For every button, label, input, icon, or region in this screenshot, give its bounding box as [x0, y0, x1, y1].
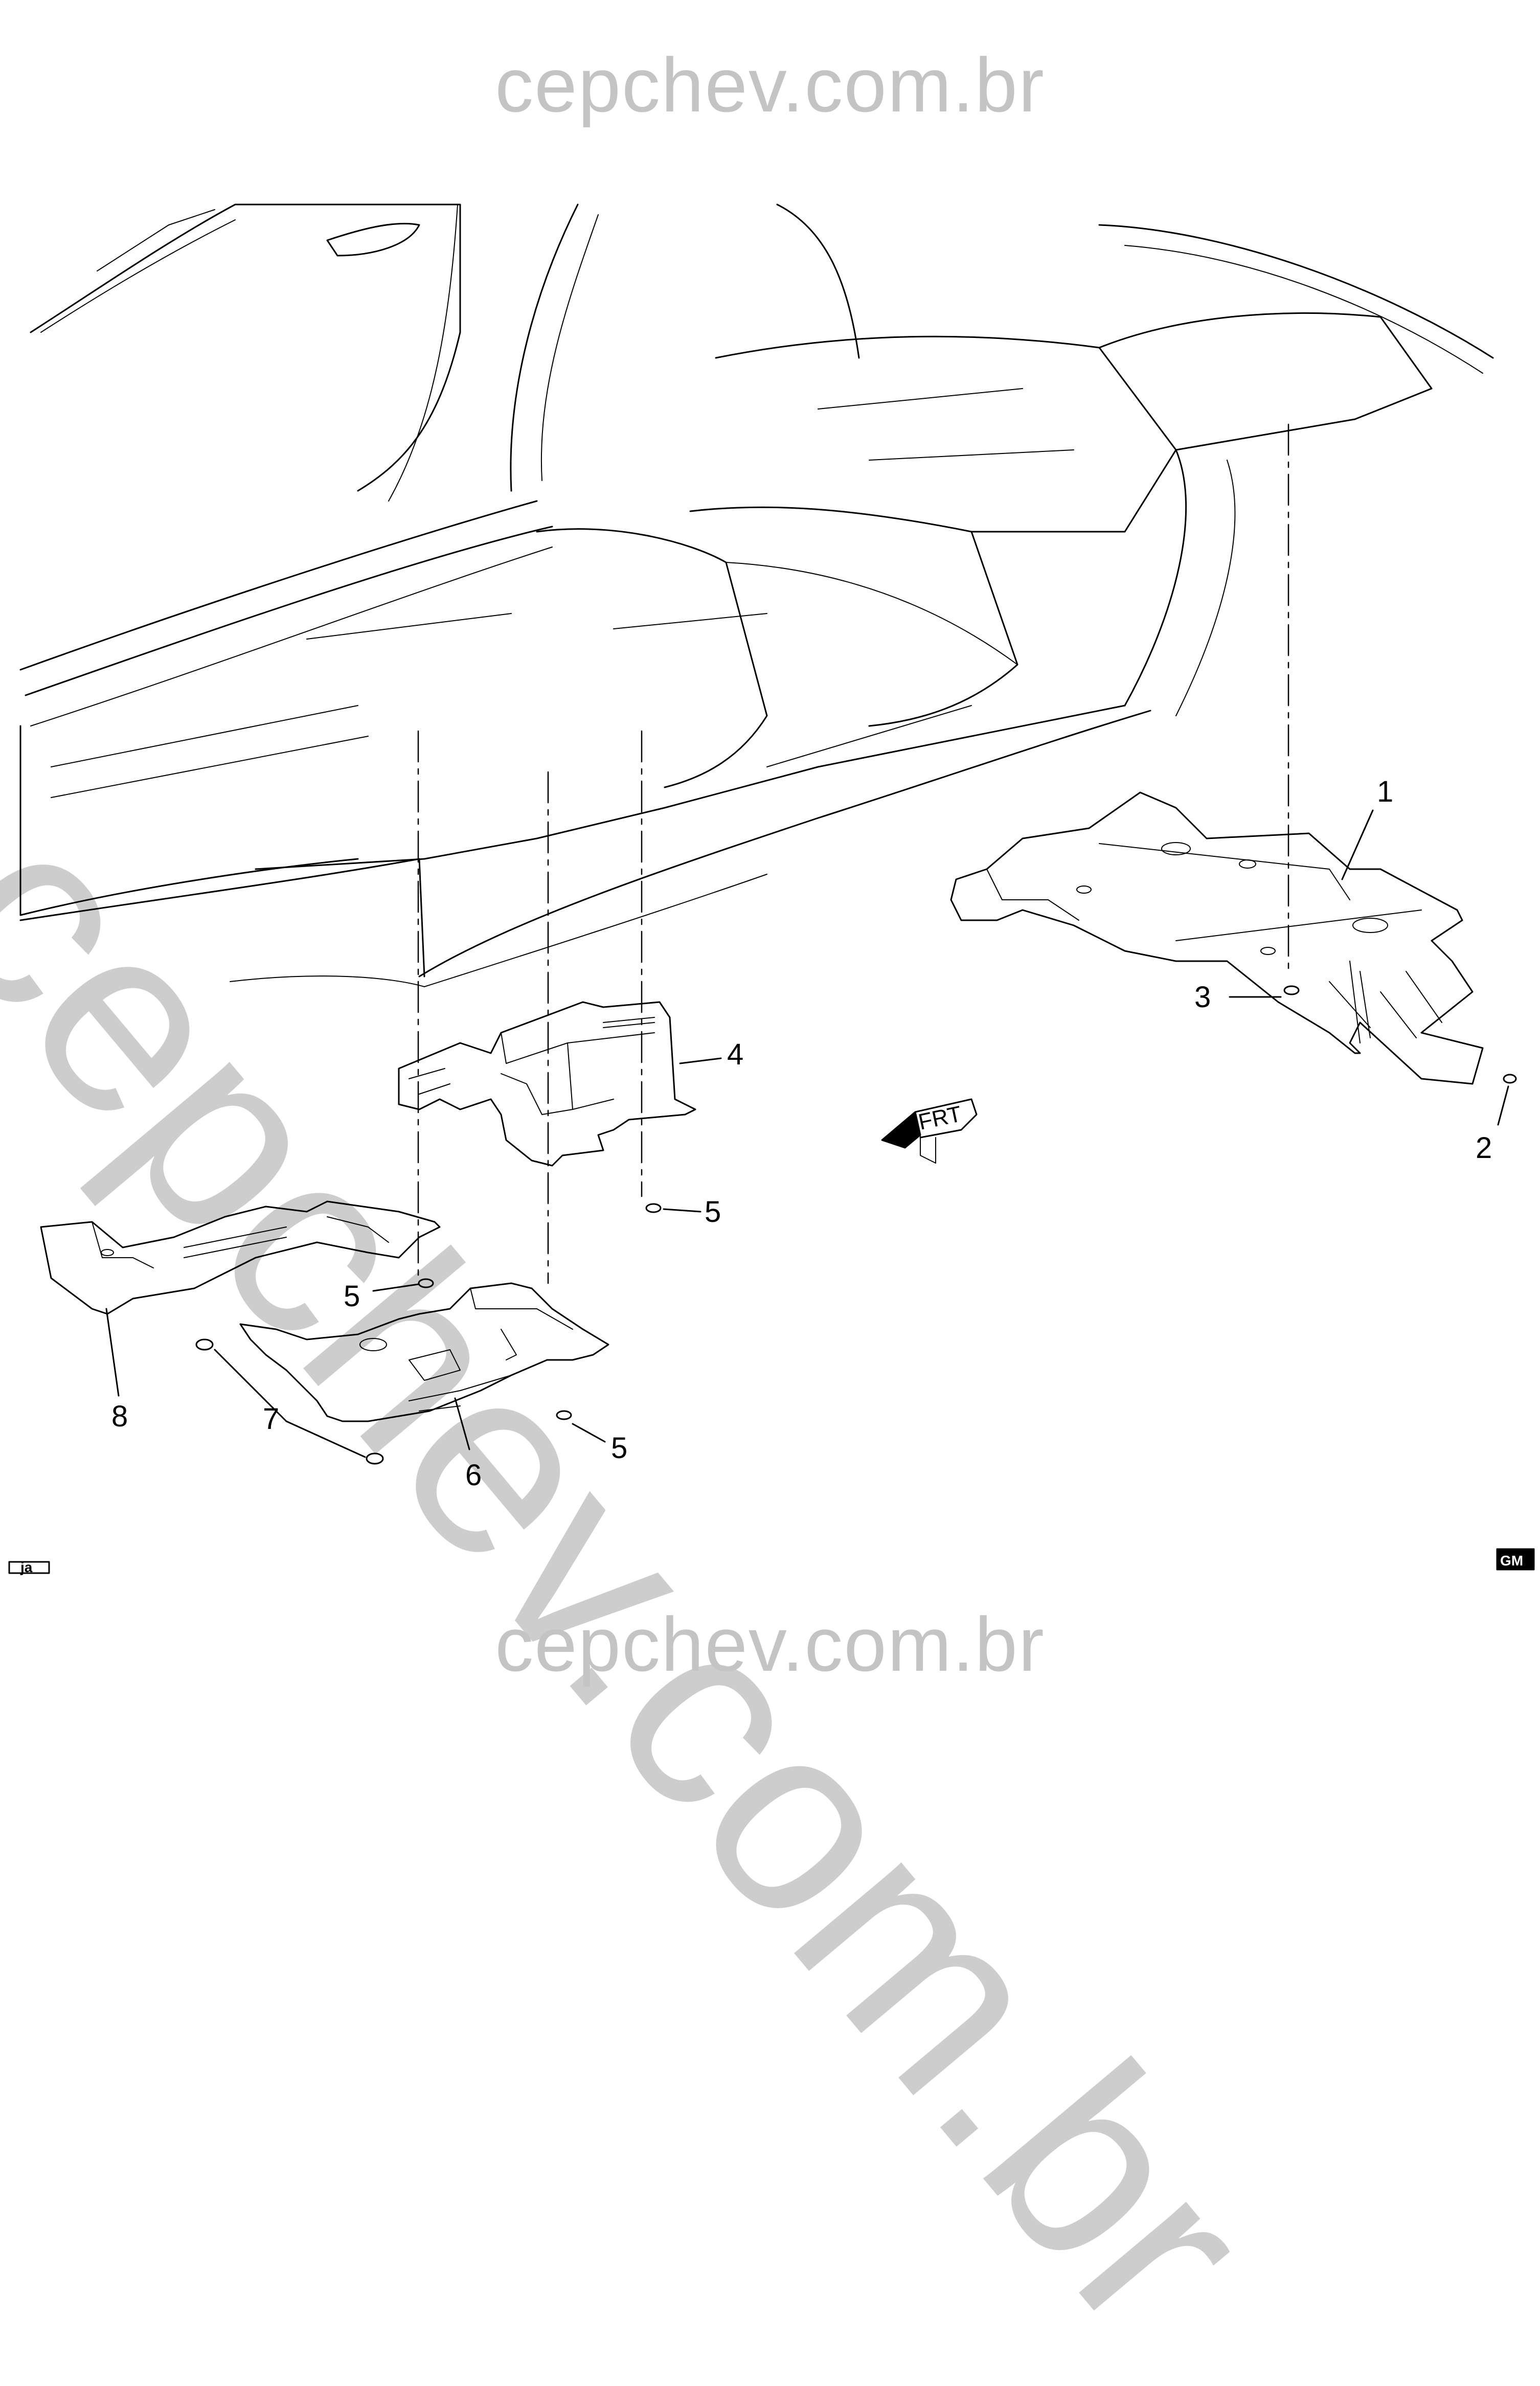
exploded-parts-diagram: 1 2 3 4 5 5 5 6 7 8 FRT ja GM — [8, 203, 1535, 1575]
callout-1: 1 — [1377, 775, 1393, 808]
alignment-lines — [417, 423, 1289, 1284]
callout-4: 4 — [727, 1038, 743, 1071]
frt-label: FRT — [916, 1101, 964, 1135]
watermark-bottom: cepchev.com.br — [495, 1601, 1045, 1687]
callout-2: 2 — [1476, 1131, 1492, 1165]
corner-left-tag: ja — [20, 1559, 33, 1575]
part-8-front-shield — [40, 1200, 441, 1315]
leader-lines — [105, 809, 1509, 1458]
callout-8: 8 — [111, 1400, 128, 1433]
gm-logo-text: GM — [1500, 1553, 1523, 1569]
callout-5-lower: 5 — [611, 1431, 627, 1465]
callout-5-tunnel: 5 — [705, 1195, 721, 1229]
watermark-top: cepchev.com.br — [495, 42, 1045, 128]
callout-3: 3 — [1194, 981, 1211, 1014]
corner-left-badge — [8, 1561, 50, 1574]
fasteners — [195, 985, 1517, 1465]
part-6-lower-shield — [239, 1282, 609, 1422]
vehicle-body-illustration — [19, 203, 1494, 987]
gm-logo — [1496, 1548, 1535, 1571]
front-direction-arrow — [881, 1098, 978, 1164]
part-4-tunnel-shield — [398, 1001, 696, 1167]
callout-7: 7 — [263, 1402, 279, 1436]
callout-5-front: 5 — [344, 1280, 360, 1313]
part-1-rear-shield — [950, 791, 1484, 1085]
callout-6: 6 — [465, 1459, 482, 1492]
